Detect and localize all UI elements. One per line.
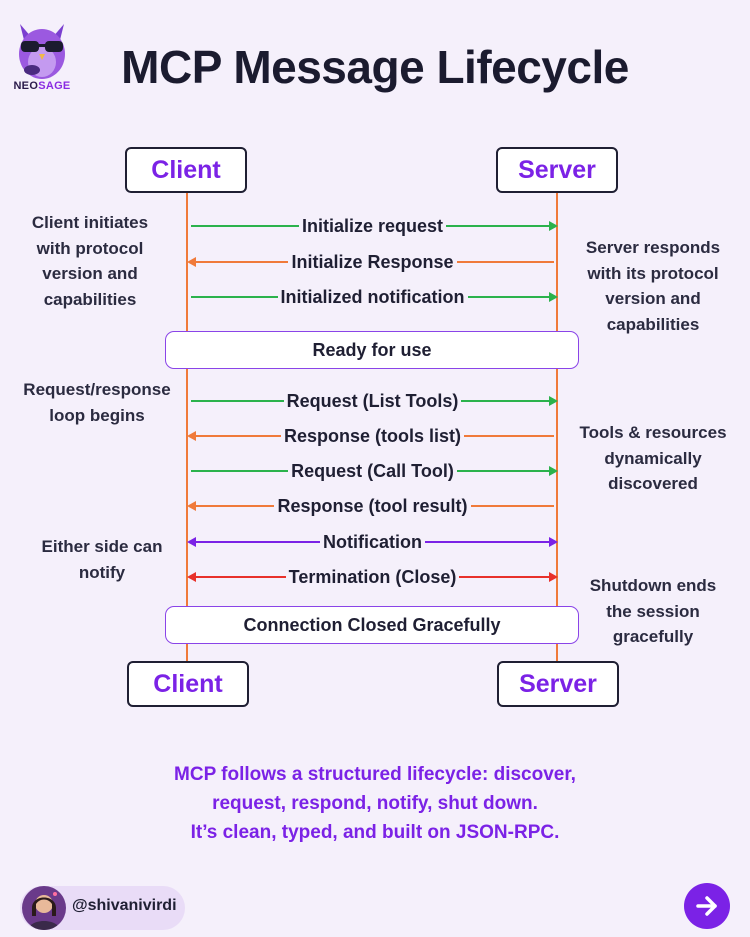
author-handle[interactable]: @shivanivirdi bbox=[72, 897, 177, 914]
message-label: Response (tool result) bbox=[274, 496, 471, 516]
avatar bbox=[22, 886, 66, 930]
message-arrow: Response (tool result) bbox=[187, 494, 558, 518]
note-tools-discovered: Tools & resources dynamically discovered bbox=[579, 423, 727, 493]
phase-closed: Connection Closed Gracefully bbox=[165, 606, 579, 644]
note-shutdown: Shutdown ends the session gracefully bbox=[589, 576, 717, 646]
message-arrow: Initialized notification bbox=[187, 285, 558, 309]
message-arrow: Response (tools list) bbox=[187, 424, 558, 448]
client-lifeline bbox=[186, 193, 188, 661]
phase-ready: Ready for use bbox=[165, 331, 579, 369]
message-arrow: Initialize request bbox=[187, 214, 558, 238]
message-label: Initialize Response bbox=[288, 252, 457, 272]
message-label: Response (tools list) bbox=[280, 426, 465, 446]
summary-text: MCP follows a structured lifecycle: disc… bbox=[174, 764, 576, 843]
arrow-right-icon bbox=[696, 896, 717, 916]
message-label: Request (List Tools) bbox=[283, 391, 462, 411]
next-button[interactable] bbox=[684, 883, 730, 929]
message-label: Request (Call Tool) bbox=[288, 461, 457, 481]
message-label: Initialize request bbox=[298, 216, 447, 236]
message-label: Initialized notification bbox=[277, 287, 468, 307]
message-arrow: Initialize Response bbox=[187, 250, 558, 274]
note-loop-begins: Request/response loop begins bbox=[23, 380, 171, 425]
message-arrow: Request (Call Tool) bbox=[187, 459, 558, 483]
message-label: Termination (Close) bbox=[285, 567, 460, 587]
message-arrow: Termination (Close) bbox=[187, 565, 558, 589]
brand-logo-text: NEOSAGE bbox=[13, 80, 71, 92]
note-client-initiates: Client initiates with protocol version a… bbox=[31, 213, 149, 309]
message-arrow: Notification bbox=[187, 530, 558, 554]
page-title: MCP Message Lifecycle bbox=[121, 41, 629, 93]
message-label: Notification bbox=[320, 532, 425, 552]
server-lifeline bbox=[556, 193, 558, 661]
server-actor-bottom: Server bbox=[497, 661, 619, 707]
note-either-notify: Either side can notify bbox=[41, 537, 163, 582]
note-server-responds: Server responds with its protocol versio… bbox=[585, 238, 721, 334]
message-arrow: Request (List Tools) bbox=[187, 389, 558, 413]
client-actor-top: Client bbox=[125, 147, 247, 193]
client-actor-bottom: Client bbox=[127, 661, 249, 707]
server-actor-top: Server bbox=[496, 147, 618, 193]
owl-logo-icon bbox=[10, 18, 74, 98]
